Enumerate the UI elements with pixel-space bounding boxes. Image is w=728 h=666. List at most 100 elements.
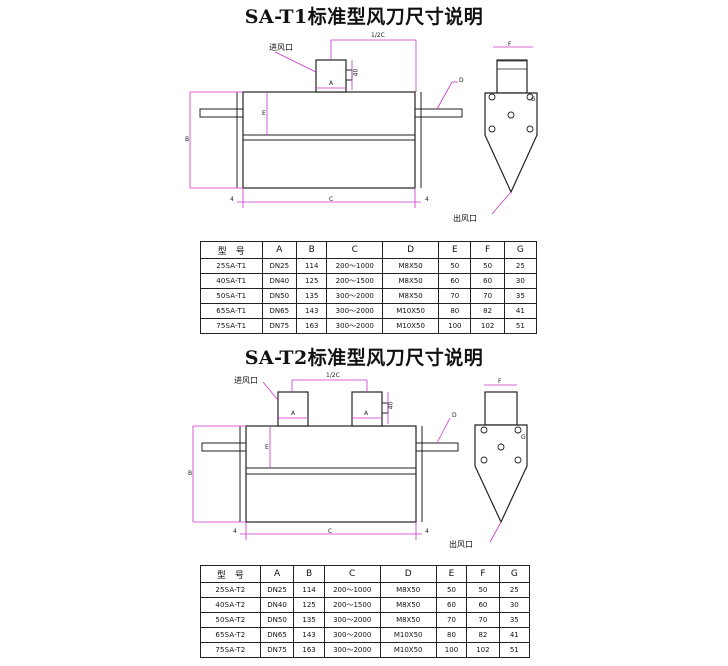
cell: DN40	[261, 273, 298, 289]
dim-b: B	[185, 136, 190, 143]
inlet-label: 进风口	[269, 43, 293, 52]
cell: 300～2000	[323, 627, 381, 643]
header-model: 型 号	[200, 565, 261, 583]
cell: 50	[435, 582, 468, 598]
section1-drawing: 进风口 出风口 1/2C A 40 E B C 4 4 D F G	[0, 30, 728, 245]
cell: 300～2000	[326, 303, 384, 319]
section2-title: SA-T2标准型风刀尺寸说明	[244, 347, 484, 369]
cell: M10X50	[379, 642, 437, 658]
section1-spec-table: 型 号 A B C D E F G 25SA-T1 DN25 114 200～1…	[200, 241, 538, 334]
table-row: 65SA-T2 DN65 143 300～2000 M10X50 80 82 4…	[200, 627, 531, 643]
header-f: F	[466, 565, 500, 583]
cell: 300～2000	[323, 612, 381, 628]
cell: 51	[503, 318, 538, 334]
dim-half-c: 1/2C	[371, 32, 385, 39]
cell: DN75	[261, 318, 298, 334]
header-b: B	[293, 565, 325, 583]
cell: M8X50	[379, 597, 437, 613]
cell: 163	[296, 318, 328, 334]
header-e: E	[438, 241, 472, 259]
cell: 60	[438, 273, 472, 289]
cell: 80	[435, 627, 468, 643]
outlet-label: 出风口	[453, 214, 477, 223]
dim-d: D	[459, 77, 464, 84]
cell: 300～2000	[326, 288, 384, 304]
air-knife-t1-diagram	[189, 39, 538, 215]
cell: DN50	[259, 612, 295, 628]
cell: 102	[466, 642, 500, 658]
cell: DN50	[261, 288, 298, 304]
cell: 50	[438, 258, 472, 274]
air-knife-t2-diagram	[192, 379, 528, 543]
cell: 25SA-T2	[200, 582, 261, 598]
cell: 135	[296, 288, 328, 304]
cell: 70	[470, 288, 505, 304]
header-model: 型 号	[200, 241, 263, 259]
dim-c-2: C	[328, 528, 333, 535]
cell: 40SA-T2	[200, 597, 261, 613]
cell: 143	[293, 627, 325, 643]
cell: 114	[296, 258, 328, 274]
cell: 200～1000	[326, 258, 384, 274]
cell: 125	[296, 273, 328, 289]
table-header-row: 型 号 A B C D E F G	[200, 241, 538, 259]
cell: 143	[296, 303, 328, 319]
cell: M8X50	[382, 288, 440, 304]
cell: 50SA-T1	[200, 288, 263, 304]
cell: 75SA-T2	[200, 642, 261, 658]
dim-e-2: E	[265, 444, 269, 451]
cell: 60	[470, 273, 505, 289]
cell: 300～2000	[326, 318, 384, 334]
cell: 102	[470, 318, 505, 334]
dim-d-2: D	[452, 412, 457, 419]
header-d: D	[382, 241, 440, 259]
header-a: A	[261, 241, 298, 259]
cell: 70	[435, 612, 468, 628]
cell: 41	[503, 303, 538, 319]
dim-a-2: A	[291, 410, 296, 417]
dim-half-c-2: 1/2C	[326, 372, 340, 379]
dim-40: 40	[352, 68, 360, 77]
table-row: 40SA-T1 DN40 125 200～1500 M8X50 60 60 30	[200, 273, 538, 289]
cell: 30	[498, 597, 531, 613]
cell: 82	[470, 303, 505, 319]
cell: 35	[498, 612, 531, 628]
table-row: 25SA-T2 DN25 114 200～1000 M8X50 50 50 25	[200, 582, 531, 598]
cell: 200～1000	[323, 582, 381, 598]
header-g: G	[498, 565, 531, 583]
header-f: F	[470, 241, 505, 259]
dim-g: G	[531, 96, 536, 103]
cell: 70	[466, 612, 500, 628]
cell: 65SA-T2	[200, 627, 261, 643]
outlet-label-2: 出风口	[449, 540, 473, 549]
cell: 50	[470, 258, 505, 274]
header-b: B	[296, 241, 328, 259]
cell: DN25	[261, 258, 298, 274]
inlet-label-2: 进风口	[234, 376, 258, 385]
cell: 25SA-T1	[200, 258, 263, 274]
cell: 35	[503, 288, 538, 304]
table-header-row: 型 号 A B C D E F G	[200, 565, 531, 583]
dim-e: E	[262, 110, 266, 117]
header-d: D	[379, 565, 437, 583]
table-row: 75SA-T1 DN75 163 300～2000 M10X50 100 102…	[200, 318, 538, 334]
cell: 163	[293, 642, 325, 658]
cell: DN40	[259, 597, 295, 613]
cell: 25	[498, 582, 531, 598]
section2-spec-table: 型 号 A B C D E F G 25SA-T2 DN25 114 200～1…	[200, 565, 531, 658]
cell: 41	[498, 627, 531, 643]
cell: 70	[438, 288, 472, 304]
cell: 300～2000	[323, 642, 381, 658]
dim-g-2: G	[521, 434, 526, 441]
table-row: 65SA-T1 DN65 143 300～2000 M10X50 80 82 4…	[200, 303, 538, 319]
dim-4-left-2: 4	[233, 528, 237, 535]
cell: 50	[466, 582, 500, 598]
dim-4-right-2: 4	[425, 528, 429, 535]
cell: 51	[498, 642, 531, 658]
header-c: C	[323, 565, 381, 583]
header-c: C	[326, 241, 384, 259]
cell: DN75	[259, 642, 295, 658]
cell: M8X50	[382, 273, 440, 289]
dim-4-left: 4	[230, 196, 234, 203]
cell: DN25	[259, 582, 295, 598]
